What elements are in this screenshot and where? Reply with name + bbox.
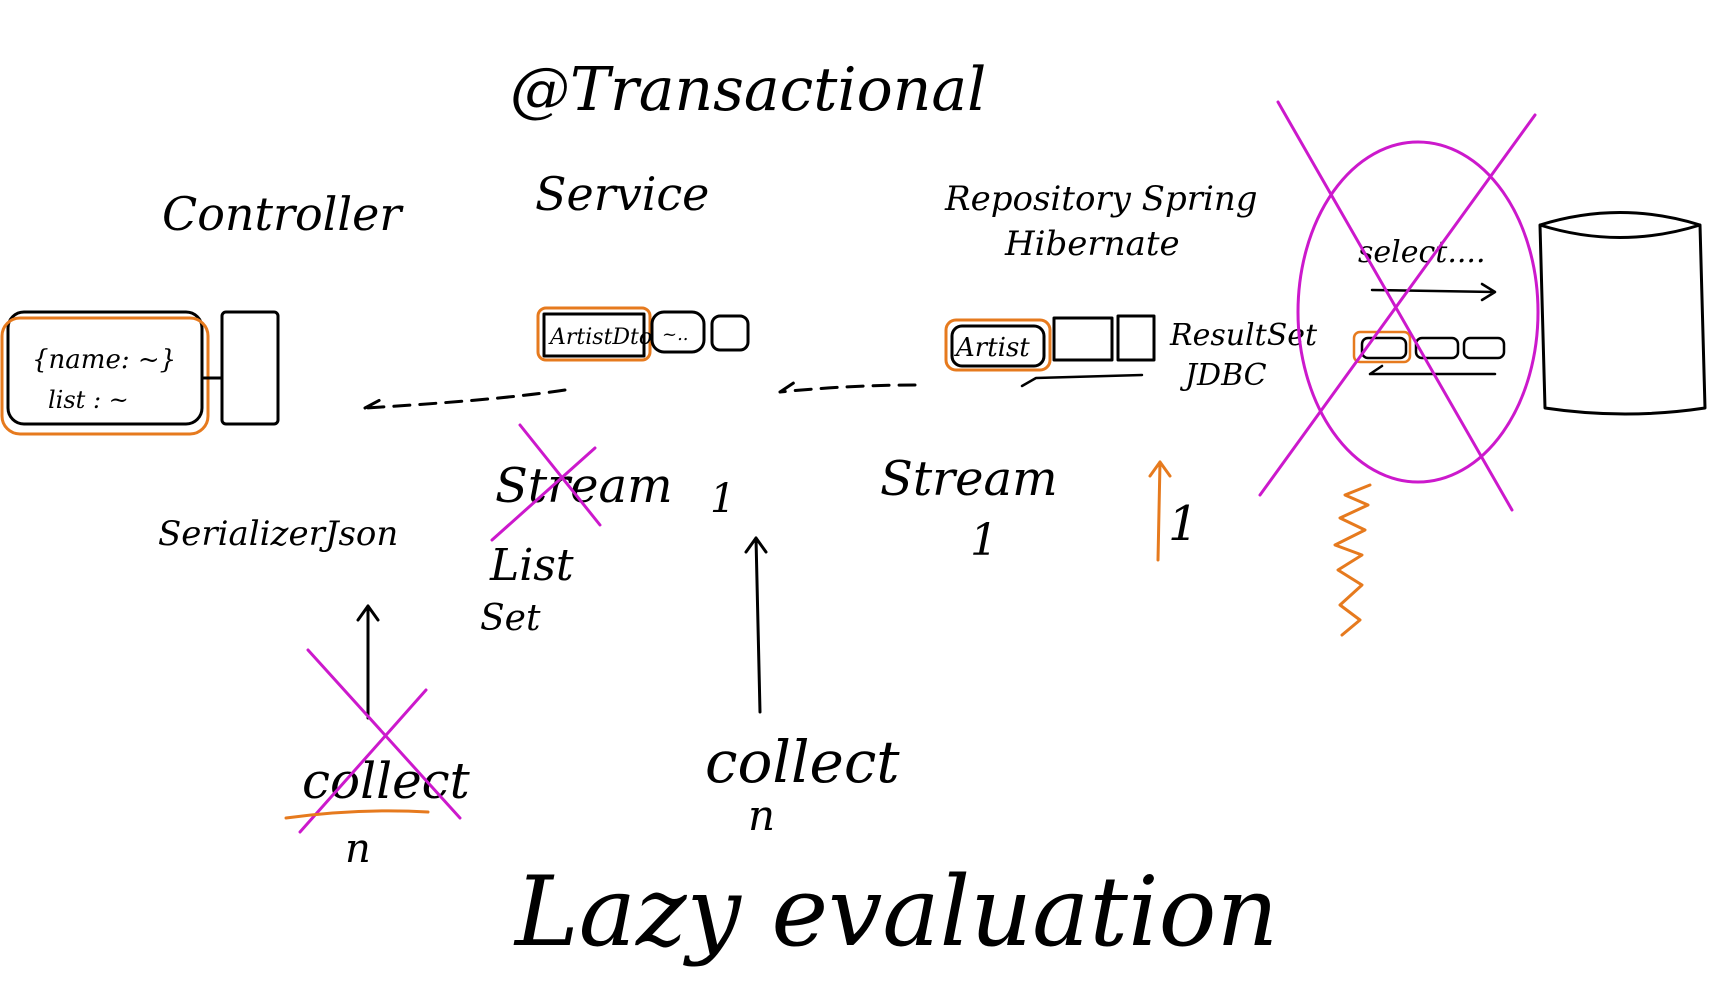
json-response-box: {name: ~} list : ~: [0, 310, 210, 436]
stream-service-cross: [490, 423, 602, 542]
resultset-label: ResultSet: [1169, 318, 1318, 353]
n-left-label: n: [345, 826, 371, 872]
service-dto-label: ArtistDto: [548, 325, 652, 350]
json-line-list: list : ~: [48, 386, 129, 414]
select-label: select....: [1358, 235, 1486, 270]
repository-entity-boxes: Artist: [944, 314, 1156, 372]
service-dto-boxes: ArtistDto ~..: [536, 306, 750, 362]
set-label: Set: [480, 598, 541, 639]
collect-middle-arrow: [744, 536, 768, 714]
one-repository-label: 1: [970, 515, 998, 566]
orange-squiggle: [1333, 483, 1372, 637]
service-heading: Service: [535, 167, 709, 221]
jdbc-select-group: select....: [1258, 100, 1540, 512]
orange-up-arrow: [1148, 460, 1172, 562]
repository-underline-arrow: [1020, 373, 1144, 388]
collect-middle-label: collect: [705, 728, 900, 796]
select-cross: [1258, 100, 1537, 512]
stream-repository-label: Stream: [880, 451, 1058, 507]
jdbc-label: JDBC: [1179, 358, 1267, 393]
collect-left-underline: [284, 809, 430, 820]
json-line-name: {name: ~}: [32, 345, 176, 375]
client-bar: [220, 310, 280, 426]
database-cylinder: [1538, 211, 1707, 416]
controller-heading: Controller: [162, 187, 404, 241]
serializer-label: SerializerJson: [158, 514, 398, 554]
repository-heading-line2: Hibernate: [1004, 224, 1180, 264]
list-label: List: [489, 540, 574, 591]
transactional-annotation: @Transactional: [510, 55, 986, 125]
one-service-label: 1: [710, 476, 735, 522]
repository-to-service-arrow: [778, 380, 917, 394]
n-middle-label: n: [748, 791, 775, 840]
collect-left-cross: [298, 648, 462, 834]
one-orange-label: 1: [1168, 496, 1199, 552]
collect-left-arrow: [356, 604, 380, 720]
service-dto-small-label: ~..: [662, 324, 689, 345]
service-to-controller-arrow: [363, 388, 567, 410]
select-circle: [1296, 140, 1540, 484]
repository-heading-line1: Repository Spring: [944, 179, 1258, 219]
repository-entity-label: Artist: [954, 333, 1030, 363]
lazy-evaluation-title: Lazy evaluation: [513, 856, 1278, 968]
